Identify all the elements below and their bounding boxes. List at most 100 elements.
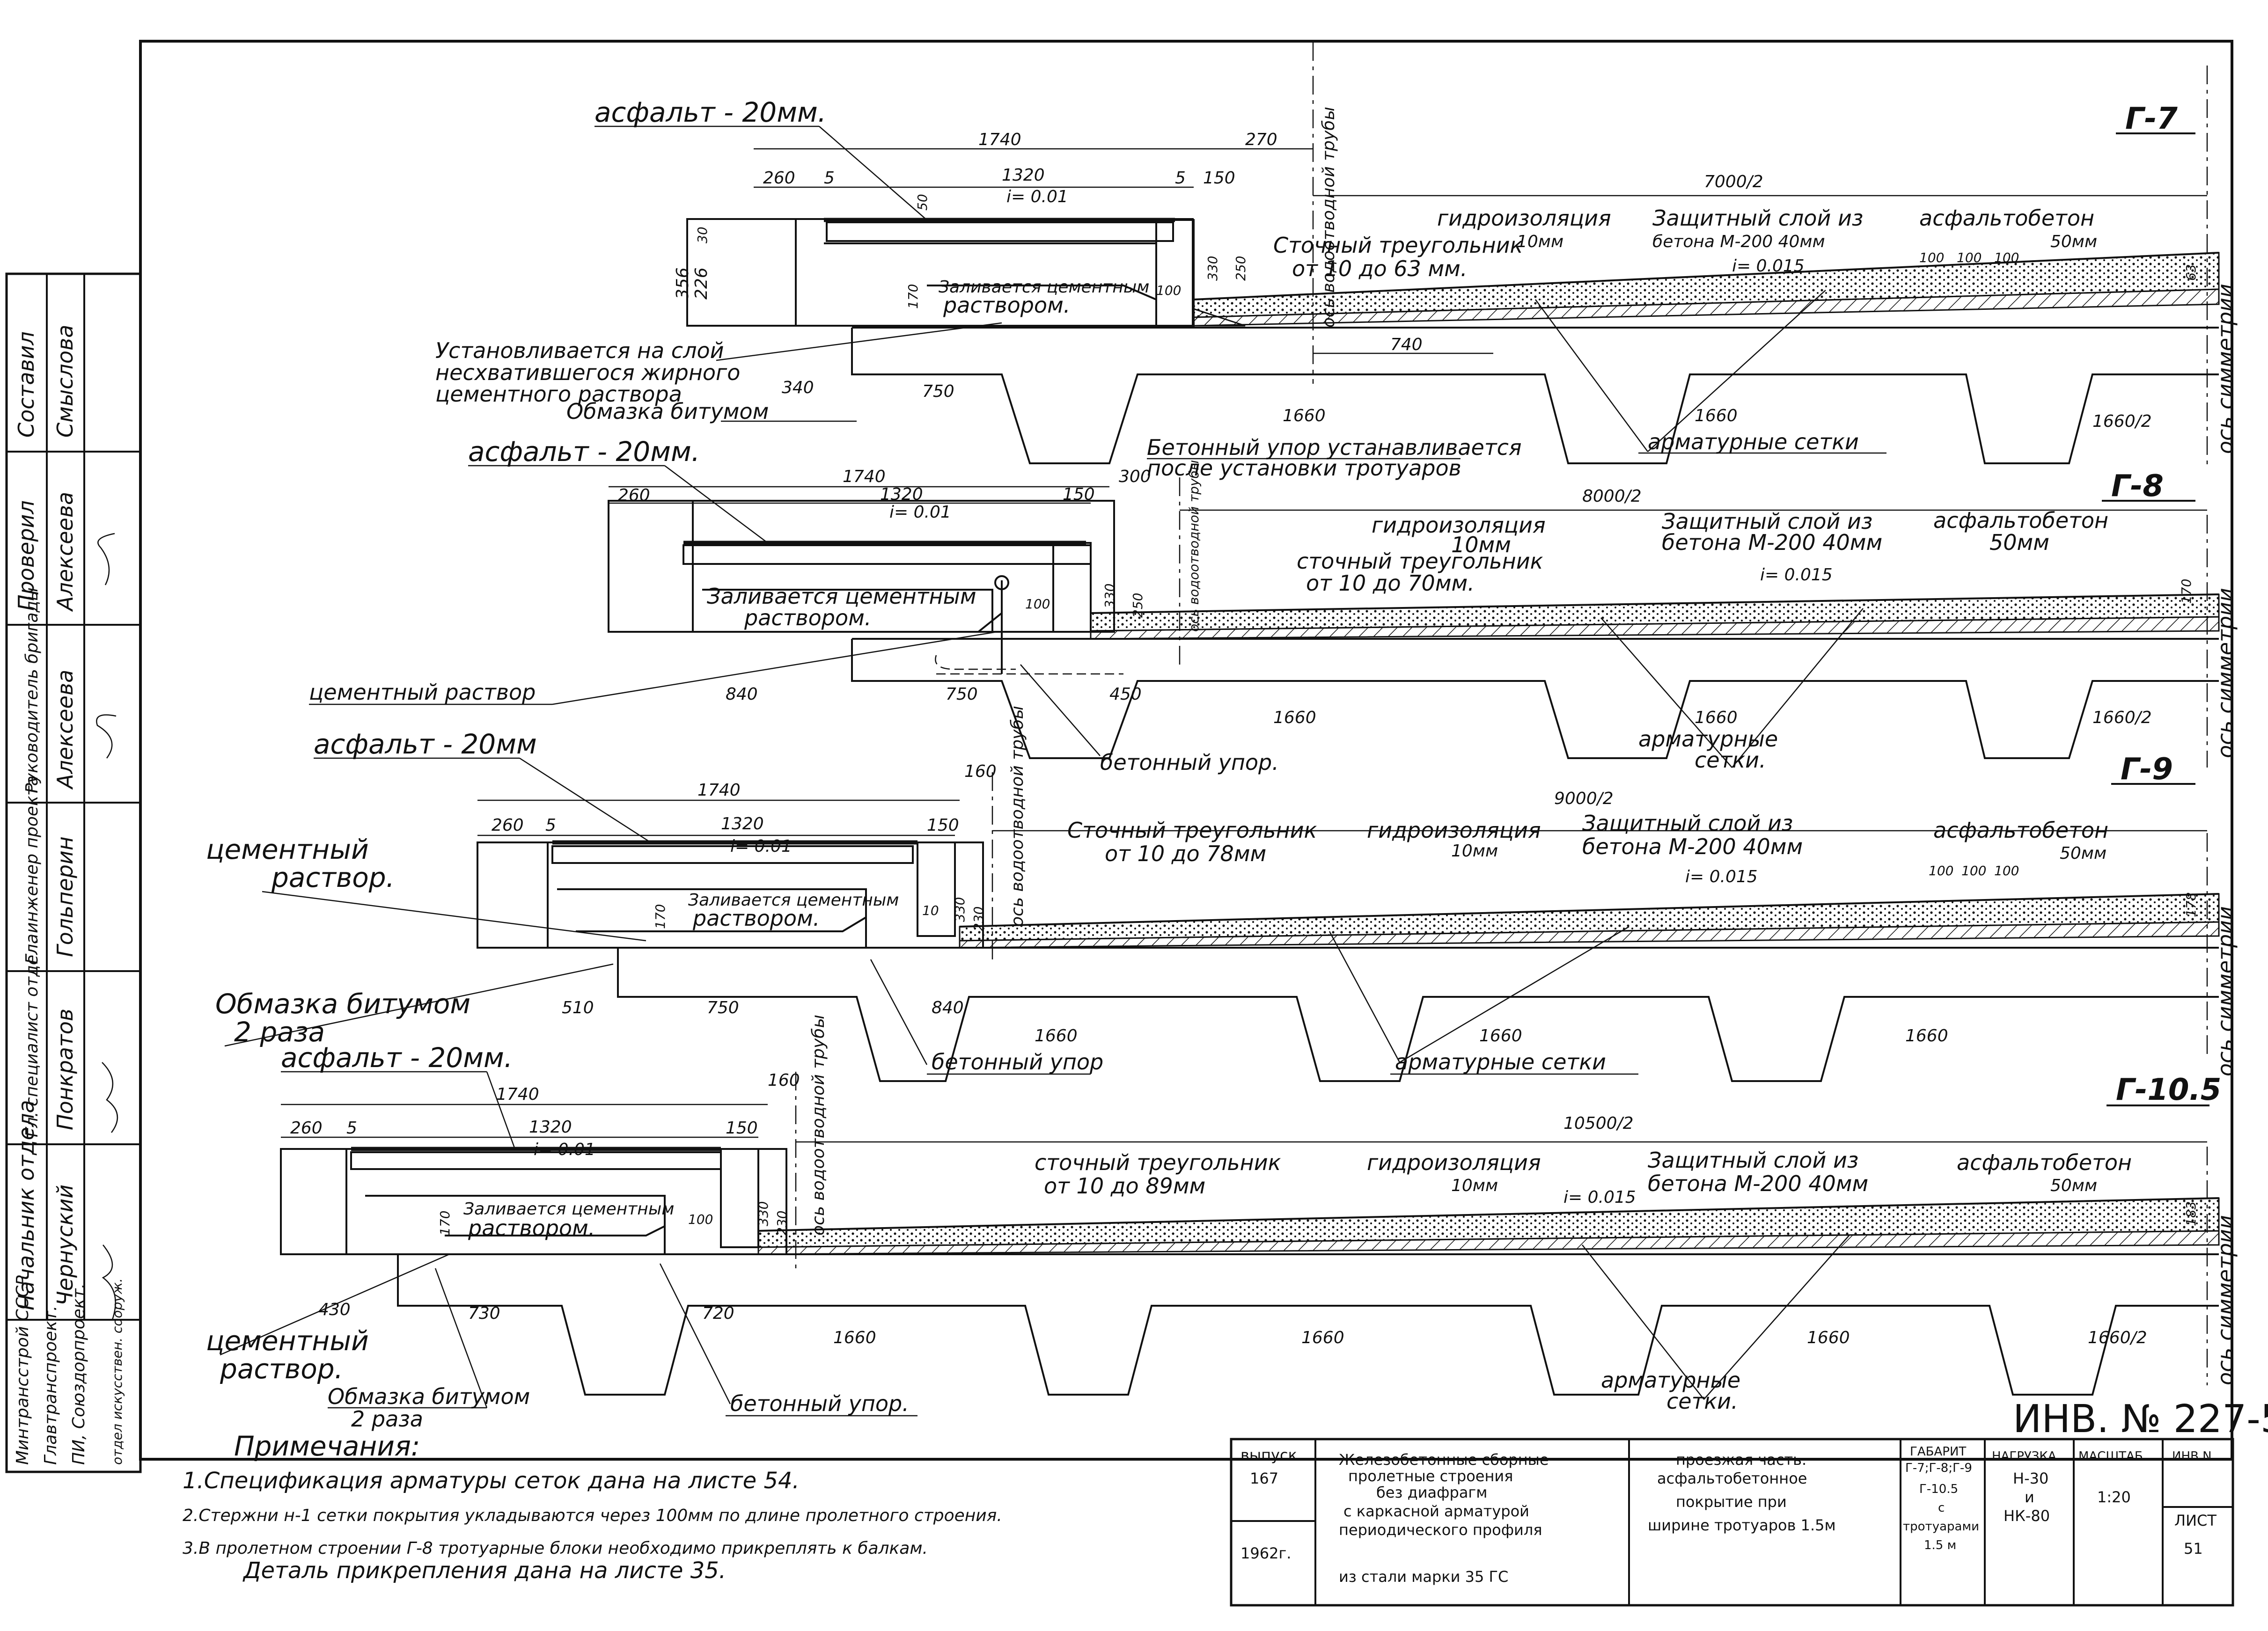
slope-g8: i= 0.015	[1760, 565, 1833, 585]
part-line-3: покрытие при	[1676, 1493, 1787, 1511]
issue-label: выпуск	[1240, 1446, 1297, 1464]
cement-mortar-c-g105: раствор.	[220, 1353, 343, 1385]
dim-230-g9: 230	[971, 907, 986, 931]
width-10500: 10500/2	[1563, 1114, 1634, 1133]
role-checked: Проверил	[14, 500, 39, 611]
dim-260-g9: 260	[492, 816, 524, 835]
dim-170-g105: 170	[437, 1211, 453, 1236]
slope-g9: i= 0.015	[1685, 867, 1758, 886]
part-line-1: проезжая часть.	[1676, 1451, 1806, 1469]
dim-330-g9: 330	[952, 897, 968, 922]
asphalt-label-g105: асфальт - 20мм.	[281, 1042, 513, 1074]
grout-fill-g8: Заливается цементным	[707, 584, 976, 609]
gabarit-4: тротуарами	[1903, 1520, 1979, 1534]
dim-160-g105: 160	[768, 1071, 800, 1090]
dim-1320: 1320	[1002, 166, 1045, 185]
cement-mortar: цементный раствор	[309, 680, 536, 705]
grout-fill-b-g8: раствором.	[744, 605, 871, 630]
width-7000: 7000/2	[1704, 172, 1763, 191]
desc-line-2: пролетные строения	[1348, 1467, 1513, 1485]
concrete-stop-note: Бетонный упор устанавливается	[1147, 435, 1522, 460]
part-line-4: ширине тротуаров 1.5м	[1648, 1516, 1836, 1534]
dim-1660-a-g9: 1660	[1035, 1026, 1078, 1046]
dim-730: 730	[468, 1304, 500, 1323]
load-2: и	[2025, 1488, 2034, 1506]
hydro-thk: 10мм	[1517, 232, 1563, 251]
concrete-stop-g105: бетонный упор.	[730, 1391, 909, 1416]
section-g8: асфальт - 20мм. 1740 260 1320 i= 0.01 30…	[309, 436, 2238, 775]
dim-340: 340	[782, 378, 814, 397]
dim-170-g8: 170	[2179, 579, 2194, 604]
drain-triangle-g9: Сточный треугольник	[1067, 818, 1317, 843]
dim-100-2: 100	[1957, 250, 1982, 265]
asphaltconcrete-label-g105: асфальтобетон	[1957, 1150, 2132, 1175]
dim-1660-half-g105: 1660/2	[2088, 1328, 2147, 1347]
dim-1660-c-g105: 1660	[1807, 1328, 1850, 1347]
drain-triangle-b: от 10 до 63 мм.	[1292, 256, 1467, 281]
desc-line-6: из стали марки 35 ГС	[1339, 1568, 1508, 1586]
gabarit-label: ГАБАРИТ	[1910, 1445, 1966, 1459]
protect-label-g9: Защитный слой из	[1582, 811, 1793, 836]
scale-value: 1:20	[2097, 1488, 2131, 1506]
concrete-stop-g9: бетонный упор	[932, 1049, 1103, 1075]
name-chief-specialist: Понкратов	[52, 1009, 78, 1130]
protect-label-g8: Защитный слой из	[1662, 509, 1872, 534]
drain-triangle-g105: сточный треугольник	[1035, 1150, 1281, 1175]
section-id-g9: Г-9	[2121, 752, 2173, 787]
dim-250: 250	[1233, 256, 1248, 281]
dim-160: 160	[964, 762, 997, 781]
rebar-mesh-c-g8: сетки.	[1695, 747, 1766, 773]
signature-sidebar: Составил Смыслова Проверил Алексеева Рук…	[5, 272, 142, 1473]
rebar-mesh-g105: арматурные	[1601, 1368, 1740, 1393]
bitumen-2x-g9: 2 раза	[234, 1016, 325, 1048]
name-compiled: Смыслова	[52, 325, 78, 438]
dim-1320-g8: 1320	[880, 485, 923, 504]
dim-330-g8: 330	[1102, 584, 1117, 608]
section-g105: асфальт - 20мм. 1740 160 260 5 1320 i= 0…	[206, 1015, 2238, 1432]
drain-triangle-b-g8: от 10 до 70мм.	[1306, 570, 1475, 596]
dim-163: 63	[2183, 264, 2199, 281]
rebar-mesh: арматурные сетки	[1648, 429, 1859, 454]
dim-250-g8: 250	[1130, 593, 1145, 618]
install-label: Установливается на слой	[435, 338, 724, 363]
hydro-label-g9: гидроизоляция	[1367, 818, 1541, 843]
dim-100-1-g9: 100	[1929, 863, 1953, 878]
dim-1320-g9: 1320	[721, 814, 764, 834]
hydro-thk-g9: 10мм	[1451, 841, 1498, 861]
protect-label-b-g8: бетона М-200 40мм	[1662, 530, 1882, 555]
rebar-mesh-g9: арматурные сетки	[1395, 1049, 1606, 1075]
dim-100-g8: 100	[1025, 596, 1050, 612]
asphaltconcrete-thk-g105: 50мм	[2050, 1176, 2097, 1195]
dim-260-g105: 260	[290, 1119, 323, 1138]
dim-183-g105: 183	[2183, 1201, 2199, 1226]
role-department-head: Начальник отдела	[14, 1100, 39, 1310]
drain-triangle-b-g105: от 10 до 89мм	[1044, 1173, 1205, 1199]
install-label-c: цементного раствора	[435, 381, 682, 407]
role-chief-specialist: Гл. специалист отдела	[22, 934, 42, 1137]
dim-750-g8: 750	[946, 685, 978, 704]
signature-mark	[96, 533, 118, 1320]
dim-750-g9: 750	[707, 998, 739, 1017]
section-id-g8: Г-8	[2111, 469, 2164, 504]
dim-330: 330	[1205, 256, 1220, 281]
drain-pipe-axis-g9: ось водоотводной трубы	[1008, 706, 1027, 927]
asphaltconcrete-thk: 50мм	[2050, 232, 2097, 251]
dim-1660-b-g105: 1660	[1301, 1328, 1344, 1347]
section-id-g7: Г-7	[2125, 102, 2178, 136]
name-checked: Алексеева	[52, 492, 78, 612]
inv-label: ИНВ.N	[2172, 1449, 2212, 1463]
drain-triangle-b-g9: от 10 до 78мм	[1105, 841, 1266, 866]
dim-5: 5	[824, 168, 835, 188]
dim-720: 720	[702, 1304, 734, 1323]
dim-1660-a-g105: 1660	[833, 1328, 876, 1347]
dim-1740: 1740	[978, 130, 1021, 149]
org-department: отдел искусствен. сооруж.	[110, 1278, 125, 1465]
sheet-number: 51	[2184, 1540, 2203, 1558]
note-3b: Деталь прикрепления дана на листе 35.	[242, 1558, 726, 1584]
gabarit-3: с	[1938, 1501, 1945, 1515]
width-8000: 8000/2	[1582, 487, 1642, 506]
dim-150-g8: 150	[1063, 485, 1095, 504]
dim-1660-b: 1660	[1695, 406, 1738, 425]
protect-label-b: бетона М-200 40мм	[1652, 232, 1825, 251]
grout-fill-b-g105: раствором.	[468, 1215, 595, 1241]
